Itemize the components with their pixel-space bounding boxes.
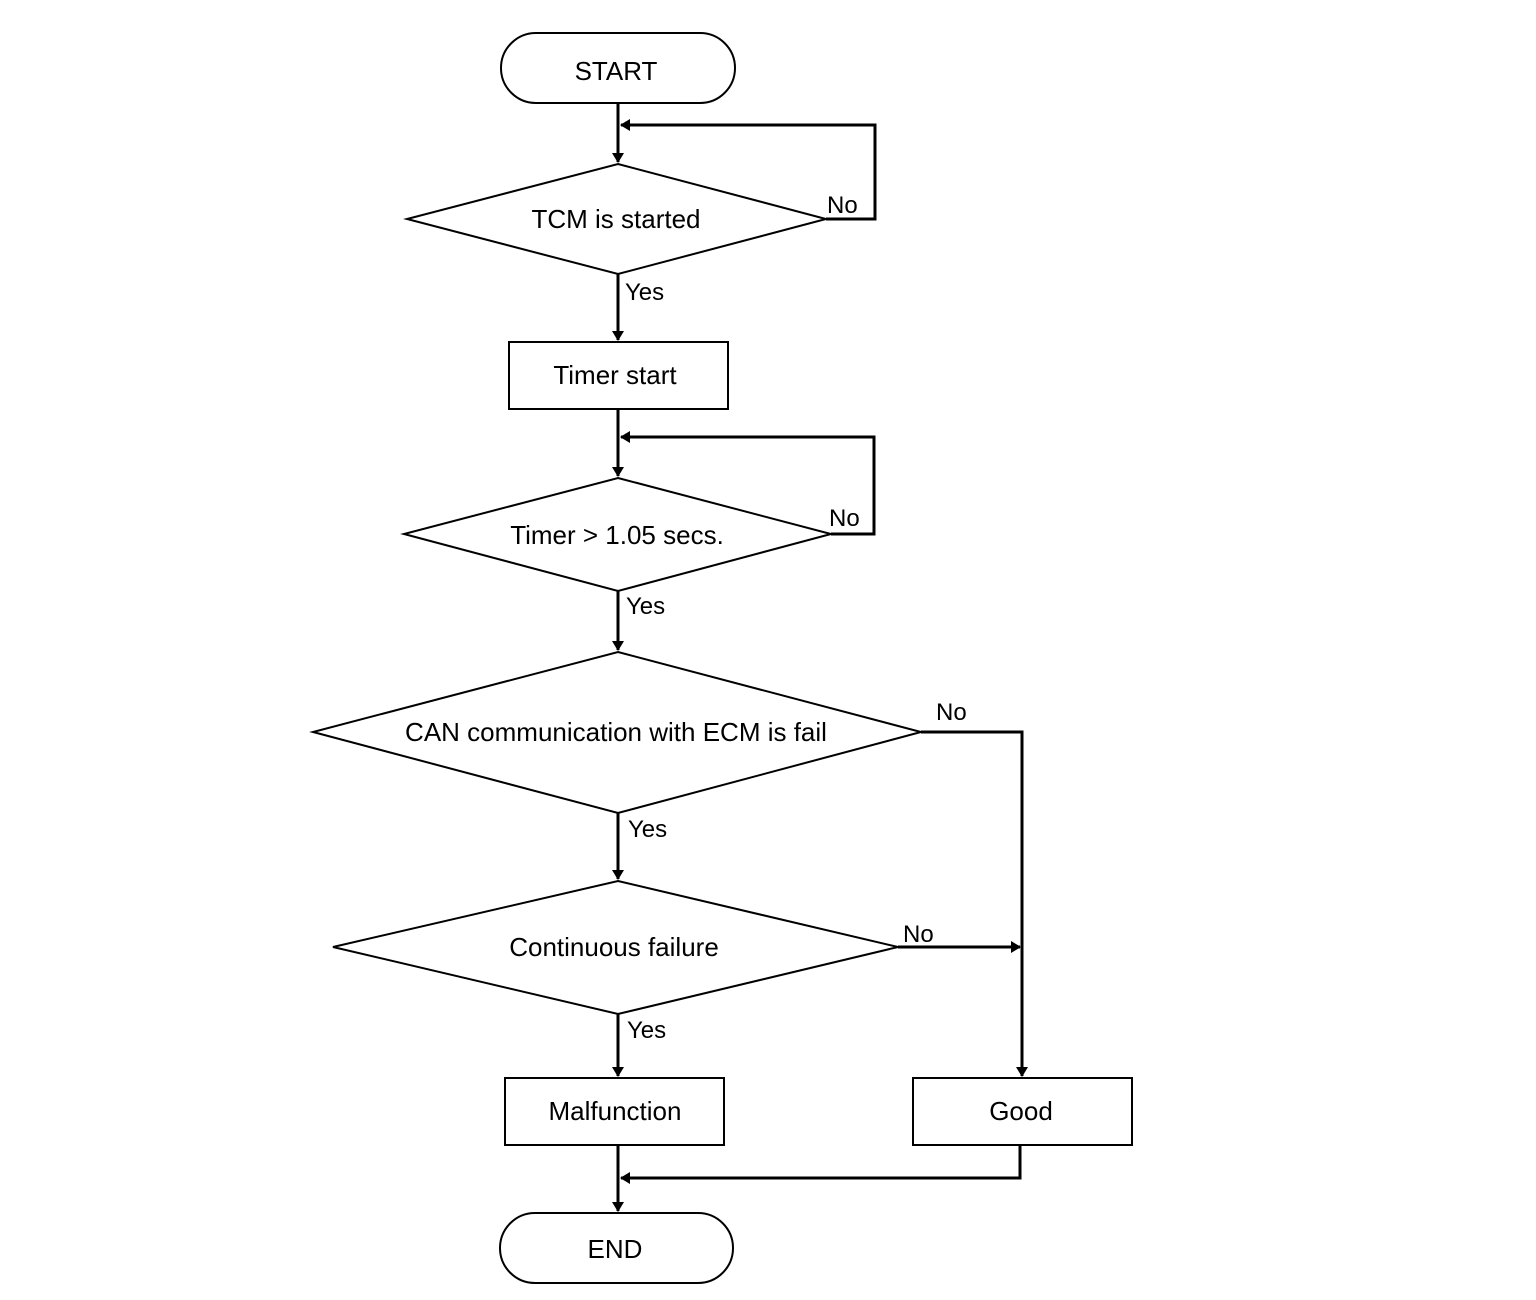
- decision-tcm-started-label: TCM is started: [531, 204, 700, 234]
- decision-continuous-failure-label: Continuous failure: [509, 932, 719, 962]
- label-tcm-yes: Yes: [625, 279, 664, 306]
- decision-can-fail-label: CAN communication with ECM is fail: [405, 717, 827, 747]
- end-node: END: [499, 1212, 734, 1284]
- decision-timer-check: Timer > 1.05 secs.: [400, 476, 835, 593]
- label-timer-no: No: [829, 505, 860, 532]
- process-malfunction: Malfunction: [504, 1077, 725, 1146]
- process-timer-start: Timer start: [508, 341, 729, 410]
- label-tcm-no: No: [827, 192, 858, 219]
- process-malfunction-label: Malfunction: [549, 1096, 682, 1126]
- label-can-no: No: [936, 699, 967, 726]
- process-good: Good: [912, 1077, 1133, 1146]
- label-continuous-no: No: [903, 921, 934, 948]
- decision-can-fail: CAN communication with ECM is fail: [309, 650, 925, 815]
- edge-tcm-no-loop: [620, 119, 877, 221]
- decision-timer-check-label: Timer > 1.05 secs.: [510, 520, 724, 550]
- label-can-yes: Yes: [628, 816, 667, 843]
- decision-continuous-failure: Continuous failure: [332, 879, 899, 1016]
- end-label: END: [588, 1234, 643, 1264]
- edge-timer-no-loop: [620, 431, 876, 536]
- label-timer-yes: Yes: [626, 593, 665, 620]
- process-good-label: Good: [989, 1096, 1053, 1126]
- start-node: START: [500, 32, 736, 104]
- edge-good-to-end: [620, 1145, 1022, 1184]
- edge-can-no: [921, 730, 1028, 1077]
- decision-tcm-started: TCM is started: [403, 162, 830, 276]
- start-label: START: [575, 56, 658, 86]
- label-continuous-yes: Yes: [627, 1017, 666, 1044]
- process-timer-start-label: Timer start: [553, 360, 677, 390]
